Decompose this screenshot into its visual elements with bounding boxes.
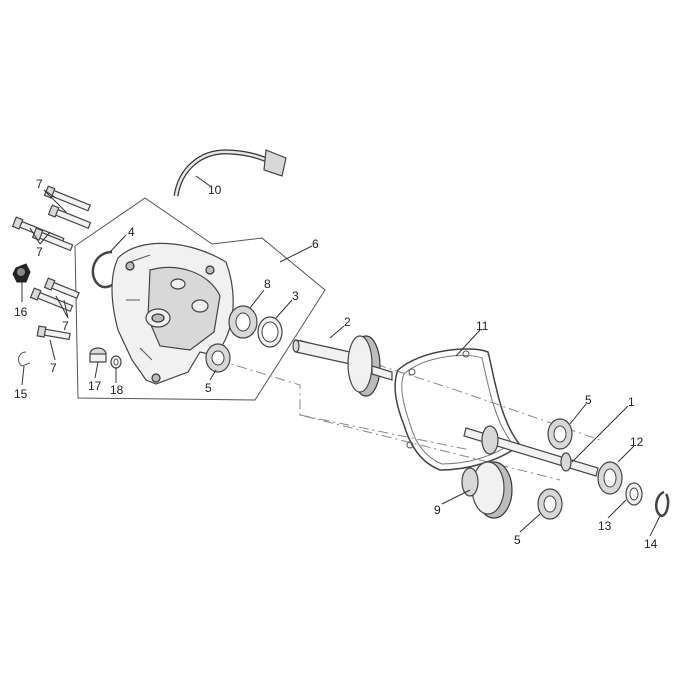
washer-part-18 bbox=[110, 355, 122, 369]
cable-part-10 bbox=[173, 149, 287, 197]
callout-10: 10 bbox=[208, 183, 222, 197]
callout-11: 11 bbox=[476, 319, 489, 333]
plug-part-17 bbox=[89, 347, 107, 363]
callout-18: 18 bbox=[110, 383, 124, 397]
cover-group-frame bbox=[74, 197, 326, 401]
callout-16: 16 bbox=[14, 305, 28, 319]
callout-8: 8 bbox=[264, 277, 271, 291]
shaft-gear-part-2 bbox=[292, 335, 393, 397]
drive-shaft-part-1 bbox=[463, 425, 599, 477]
callout-7: 7 bbox=[36, 245, 43, 259]
callout-12: 12 bbox=[630, 435, 644, 449]
cover-housing-part-6 bbox=[111, 242, 234, 385]
gear-part-9 bbox=[461, 461, 513, 519]
bearing-part-5-upper bbox=[205, 343, 231, 373]
callout-17: 17 bbox=[88, 379, 102, 393]
washer-part-13 bbox=[625, 482, 643, 506]
bearing-part-5-right bbox=[547, 418, 573, 450]
leader-lines bbox=[21, 175, 661, 537]
alignment-lines bbox=[217, 339, 601, 481]
bearing-part-8 bbox=[228, 305, 258, 339]
callout-7: 7 bbox=[62, 319, 69, 333]
callout-5: 5 bbox=[205, 381, 212, 395]
clip-part-15 bbox=[18, 351, 31, 367]
callout-2: 2 bbox=[344, 315, 351, 329]
callout-5: 5 bbox=[514, 533, 521, 547]
callout-3: 3 bbox=[292, 289, 299, 303]
nut-part-16 bbox=[12, 263, 31, 283]
circlip-part-14 bbox=[655, 490, 670, 518]
callout-14: 14 bbox=[644, 537, 658, 551]
callout-9: 9 bbox=[434, 503, 441, 517]
callout-5: 5 bbox=[585, 393, 592, 407]
snap-ring-part-4 bbox=[91, 250, 118, 289]
bearing-part-12 bbox=[597, 461, 623, 495]
bearing-part-5-lower bbox=[537, 488, 563, 520]
callout-labels: 7 7 7 7 16 15 4 10 6 8 3 5 17 18 2 11 5 … bbox=[14, 177, 658, 551]
gasket-part-11 bbox=[394, 348, 522, 471]
callout-7: 7 bbox=[36, 177, 43, 191]
callout-1: 1 bbox=[628, 395, 635, 409]
seal-part-3 bbox=[257, 316, 283, 348]
callout-6: 6 bbox=[312, 237, 319, 251]
callout-4: 4 bbox=[128, 225, 135, 239]
callout-15: 15 bbox=[14, 387, 28, 401]
callout-13: 13 bbox=[598, 519, 612, 533]
callout-7: 7 bbox=[50, 361, 57, 375]
